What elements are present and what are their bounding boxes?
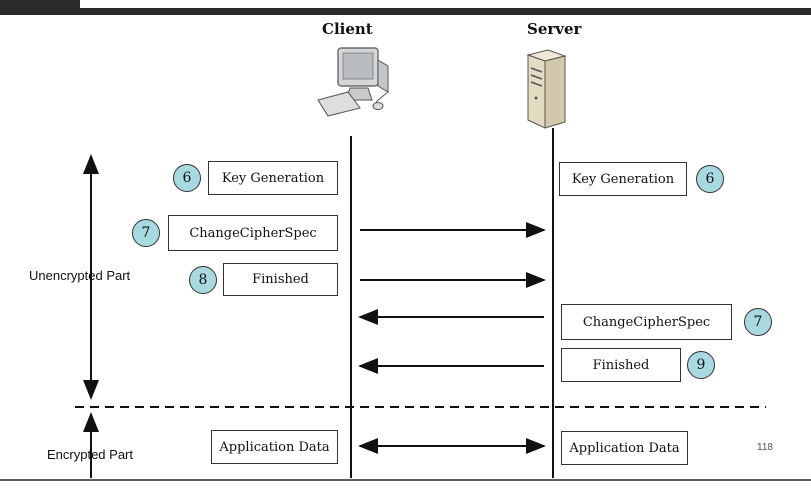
top-border-notch bbox=[0, 0, 80, 9]
step-badge-client-key-generation: 6 bbox=[173, 164, 201, 192]
server-application-data-box: Application Data bbox=[561, 431, 688, 465]
client-header: Client bbox=[322, 20, 373, 38]
client-changecipherspec-box: ChangeCipherSpec bbox=[168, 215, 338, 251]
step-badge-server-finished: 9 bbox=[687, 351, 715, 379]
step-badge-client-changecipherspec: 7 bbox=[132, 219, 160, 247]
server-finished-box: Finished bbox=[561, 348, 681, 382]
server-header: Server bbox=[527, 20, 582, 38]
client-finished-box: Finished bbox=[223, 263, 338, 296]
client-key-generation-box: Key Generation bbox=[208, 161, 338, 195]
computer-icon bbox=[317, 47, 389, 117]
step-badge-server-changecipherspec: 7 bbox=[744, 308, 772, 336]
server-icon bbox=[526, 49, 567, 129]
slide-number: 118 bbox=[757, 442, 773, 453]
top-border-bar bbox=[0, 8, 811, 15]
step-badge-server-key-generation: 6 bbox=[696, 165, 724, 193]
encrypted-part-label: Encrypted Part bbox=[47, 447, 133, 462]
server-changecipherspec-box: ChangeCipherSpec bbox=[561, 304, 732, 340]
client-application-data-box: Application Data bbox=[211, 430, 338, 464]
server-key-generation-box: Key Generation bbox=[559, 162, 687, 196]
unencrypted-part-label: Unencrypted Part bbox=[29, 268, 131, 283]
step-badge-client-finished: 8 bbox=[189, 266, 217, 294]
